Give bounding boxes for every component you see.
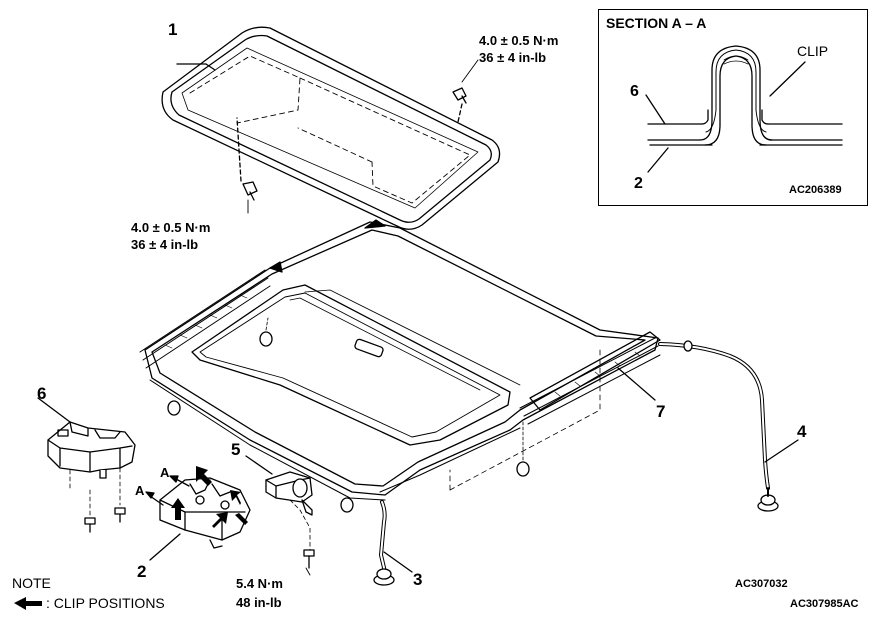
figure-code-1: AC307032 — [735, 578, 788, 590]
sunroof-glass-panel — [161, 26, 501, 230]
guide-assembly — [149, 477, 251, 561]
note-legend: : CLIP POSITIONS — [46, 595, 165, 611]
sunroof-frame — [139, 219, 661, 501]
part-number-2: 2 — [137, 562, 147, 581]
torque-glass-left-nm: 4.0 ± 0.5 N·m — [131, 220, 211, 235]
torque-motor-inlb: 48 in-lb — [236, 595, 282, 610]
torque-motor-nm: 5.4 N·m — [236, 576, 283, 591]
drain-hose-front — [373, 500, 413, 586]
bracket-left — [37, 397, 136, 533]
sunroof-motor — [245, 455, 315, 569]
section-title: SECTION A – A — [606, 15, 707, 31]
section-mark-a-lower: A — [135, 483, 145, 498]
torque-glass-left-inlb: 36 ± 4 in-lb — [131, 237, 199, 252]
part-number-4: 4 — [797, 422, 807, 441]
section-clip-label: CLIP — [797, 43, 829, 59]
drain-hose-right — [658, 340, 799, 512]
part-number-1: 1 — [168, 20, 178, 39]
section-code: AC206389 — [789, 184, 842, 196]
section-mark-a-upper: A — [160, 465, 170, 480]
figure-code-2: AC307985AC — [790, 598, 859, 610]
part-number-5: 5 — [231, 440, 241, 459]
section-part-6: 6 — [630, 83, 639, 100]
part-number-7: 7 — [656, 402, 666, 421]
torque-glass-top-inlb: 36 ± 4 in-lb — [479, 50, 547, 65]
section-a-arrows — [145, 475, 190, 506]
section-part-2: 2 — [634, 175, 643, 192]
glass-bolt-left — [236, 117, 258, 201]
frame-grommets — [167, 317, 530, 513]
section-a-a-box — [598, 9, 868, 206]
section-a-a-detail — [645, 45, 843, 173]
clip-position-arrows — [14, 466, 248, 610]
glass-bolt-right — [452, 87, 467, 123]
torque-glass-top-nm: 4.0 ± 0.5 N·m — [479, 33, 559, 48]
part-number-3: 3 — [413, 570, 423, 589]
note-title: NOTE — [12, 575, 51, 591]
part-number-6: 6 — [37, 384, 47, 403]
